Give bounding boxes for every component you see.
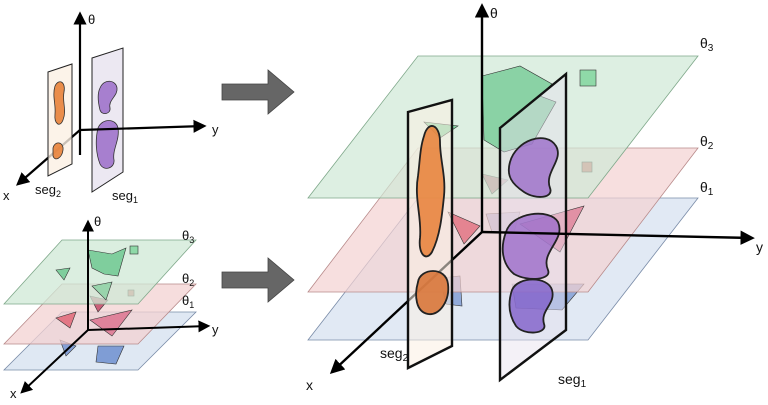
c-plane2-label: θ2 [700,133,714,152]
bl-y-axis [87,320,211,333]
c-seg1-label: seg1 [558,371,587,390]
arrow-top [221,69,295,115]
c-seg2-label: seg2 [380,345,409,364]
tl-theta-label: θ [88,12,95,27]
bl-shape-blue-1 [95,345,125,365]
bl-y-label: y [212,322,219,337]
tl-x-label: x [3,188,10,203]
c-y-axis [481,230,755,245]
tl-y-label: y [212,122,219,137]
seg1-plane [91,47,124,193]
seg2-blob-upper [53,81,65,125]
c-x-label: x [306,377,313,393]
bl-plane3-label: θ3 [182,228,194,245]
c-seg2-blob-upper [415,125,446,258]
bl-shape-green-2 [55,267,71,281]
bl-theta-label: θ [94,214,101,229]
bl-x-label: x [10,386,17,401]
bottom-left-panel: θ y x θ3 θ2 θ1 [3,214,219,401]
bl-shape-red-1 [55,311,77,329]
c-seg1-blob-upper [507,137,559,198]
c-seg2-blob-lower [415,270,450,315]
c-seg1-blob-mid [501,212,561,280]
combined-panel: θ y x θ3 θ2 θ1 seg2 seg1 [306,3,763,393]
c-shape-red-1 [447,211,481,245]
c-plane1-label: θ1 [700,179,714,198]
tl-seg1-label: seg1 [112,188,138,205]
c-shape-green-square [579,69,597,87]
bl-shape-green-3 [91,281,113,301]
c-theta-label: θ [490,5,498,21]
seg1-blob-upper [97,80,118,114]
bl-plane1-label: θ1 [182,293,194,310]
c-seg1-blob-lower [508,278,554,334]
top-left-panel: θ y x seg2 seg1 [3,11,219,205]
seg1-blob-lower [95,120,119,169]
c-y-label: y [756,239,763,255]
tl-seg2-label: seg2 [35,182,61,199]
seg2-blob-lower [52,142,64,160]
bl-plane2-label: θ2 [182,271,194,288]
bl-shape-green-1 [87,247,127,277]
tl-y-axis [79,119,207,133]
bl-x-axis [20,329,89,394]
bl-shape-red-2 [89,309,133,337]
arrow-bottom [221,257,295,303]
c-plane3-label: θ3 [700,35,714,54]
bl-shape-green-square [129,245,139,255]
